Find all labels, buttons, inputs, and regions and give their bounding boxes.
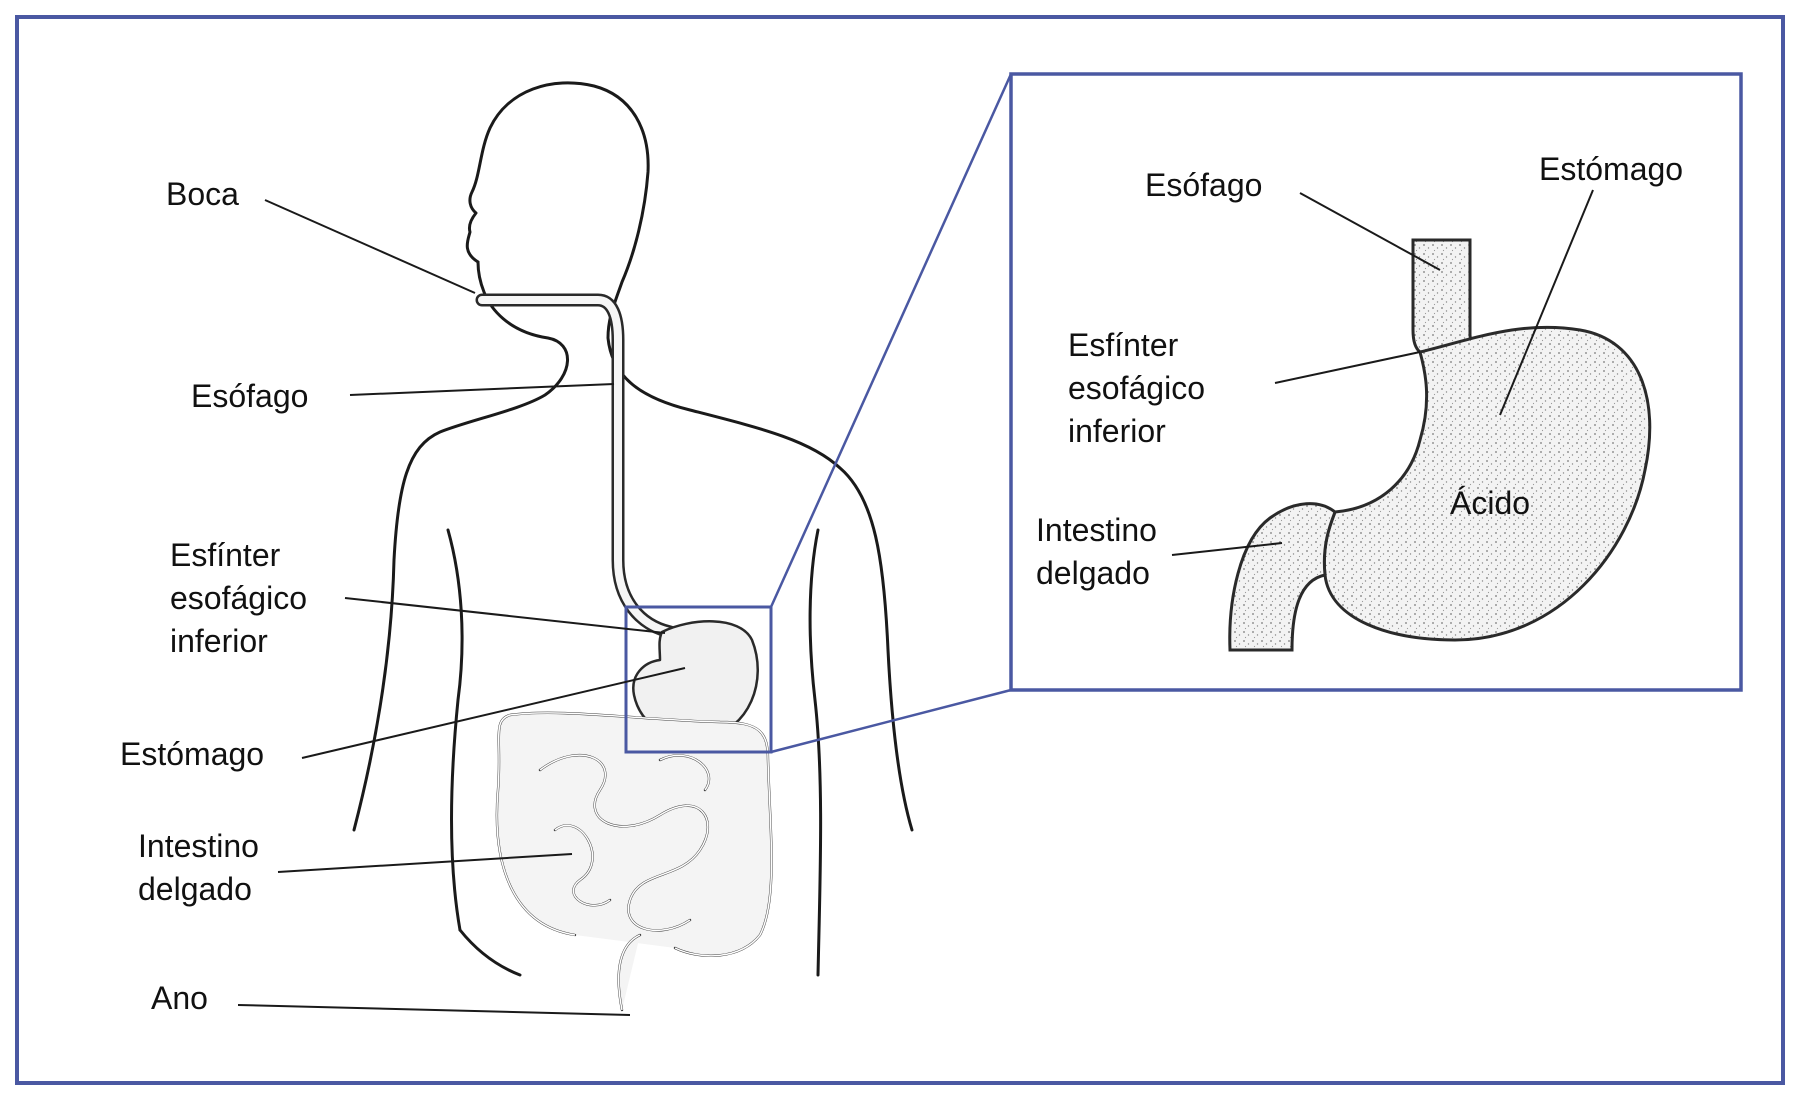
- esophagus-tube: [475, 293, 677, 639]
- inset-stomach: [1322, 325, 1652, 642]
- label-mouth: Boca: [166, 176, 239, 212]
- label-small-intestine: Intestino delgado: [138, 828, 259, 907]
- inset-frame: [1009, 72, 1743, 692]
- outer-frame: [15, 15, 1785, 1085]
- main-leader-lines: [237, 199, 686, 1016]
- rectum: [617, 933, 642, 1012]
- inset-connector-bottom: [770, 688, 1012, 754]
- label-lower-esophageal-sphincter: Esfínter esofágico inferior: [170, 537, 307, 659]
- small-intestine-coils: [538, 753, 711, 932]
- label-anus: Ano: [151, 980, 208, 1016]
- stomach-highlight-box: [624, 605, 773, 754]
- label-esophagus: Esófago: [191, 378, 309, 414]
- inset-label-lower-esophageal-sphincter: Esfínter esofágico inferior: [1068, 327, 1205, 449]
- inset-esophagus: [1411, 238, 1481, 354]
- inset-leader-lines: [1171, 189, 1594, 556]
- label-stomach: Estómago: [120, 736, 265, 772]
- inset-connector-top: [769, 73, 1013, 608]
- inset-label-stomach: Estómago: [1539, 151, 1684, 187]
- inset-label-small-intestine: Intestino delgado: [1036, 512, 1157, 591]
- inset-label-acid: Ácido: [1450, 485, 1531, 521]
- inset-label-esophagus: Esófago: [1145, 167, 1263, 203]
- inset-small-intestine: [1228, 502, 1337, 652]
